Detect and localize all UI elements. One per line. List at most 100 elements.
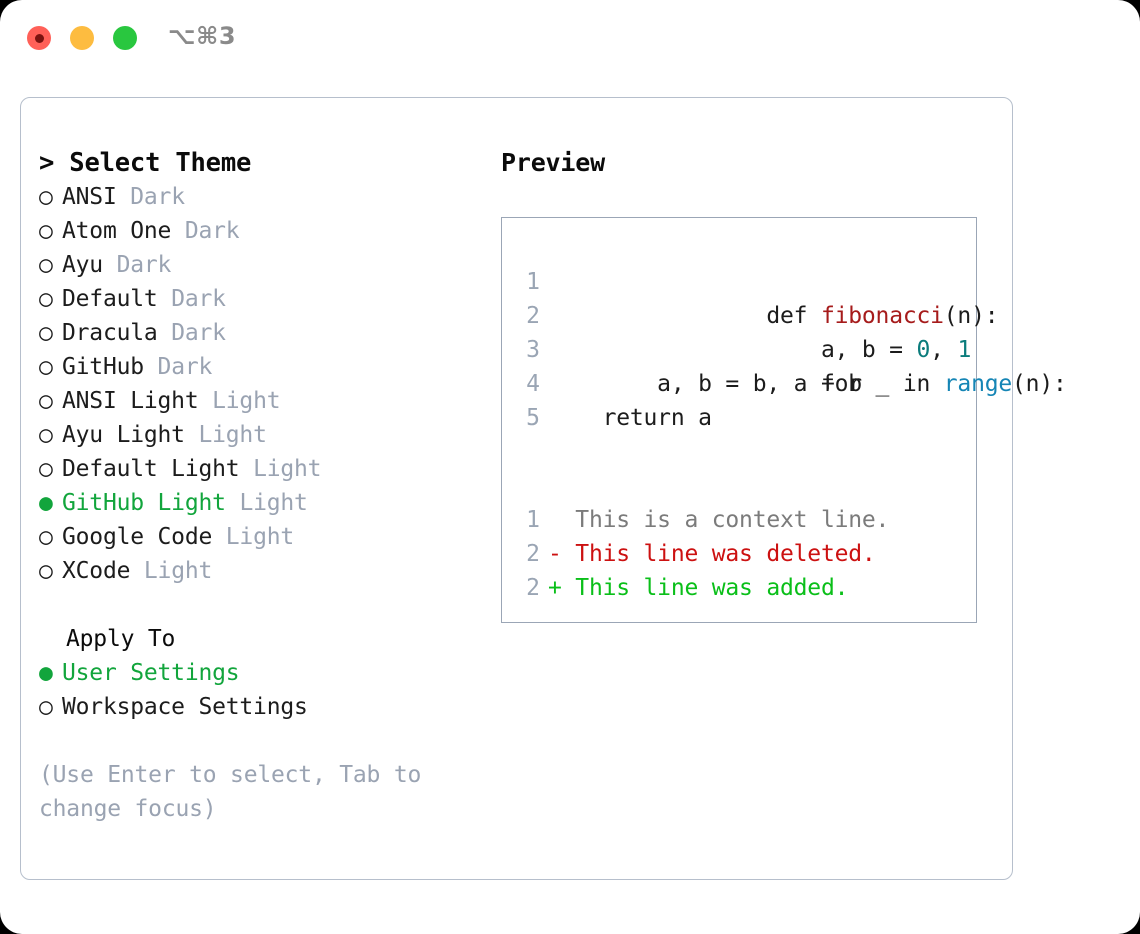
code-line: 3 for _ in range(n):	[514, 333, 1067, 397]
theme-name: GitHub Light	[62, 490, 226, 516]
section-spacer	[39, 588, 491, 622]
keyboard-hint-text: (Use Enter to select, Tab to change focu…	[39, 762, 422, 822]
select-theme-heading: > Select Theme	[39, 148, 252, 178]
theme-kind: Dark	[157, 354, 213, 380]
radio-icon[interactable]: ○	[39, 354, 53, 380]
preview-heading: Preview	[501, 148, 605, 177]
radio-icon[interactable]: ○	[39, 524, 53, 550]
theme-kind: Light	[143, 558, 213, 584]
keyboard-shortcut-label: ⌥⌘3	[168, 22, 237, 50]
theme-name: Default Light	[62, 456, 240, 482]
code-preview: 1 def fibonacci(n): 2 a, b = 0, 1	[514, 265, 1067, 605]
code-token: def	[766, 303, 821, 329]
code-line: 4 a, b = b, a + b	[514, 367, 970, 401]
radio-icon[interactable]: ○	[39, 422, 53, 448]
line-number: 2	[526, 575, 540, 601]
list-item[interactable]: ○ Ayu Dark	[39, 248, 491, 282]
code-content: return a	[548, 405, 712, 431]
code-content: def fibonacci(n):	[548, 265, 998, 367]
theme-kind: Dark	[116, 252, 172, 278]
diff-content: - This line was deleted.	[548, 541, 876, 567]
code-token: (n):	[1012, 371, 1067, 397]
list-item[interactable]: ○ Default Light Light	[39, 452, 491, 486]
theme-name: ANSI Light	[62, 388, 199, 414]
line-number: 1	[526, 507, 540, 533]
line-number: 5	[526, 405, 540, 431]
code-token-number: 0	[916, 337, 931, 363]
radio-icon[interactable]: ○	[39, 286, 53, 312]
code-token: (n):	[943, 303, 999, 329]
code-blank-line	[514, 435, 970, 469]
code-line: 5 return a	[514, 401, 970, 435]
theme-kind: Dark	[130, 184, 185, 210]
theme-name: Google Code	[62, 524, 213, 550]
theme-name: XCode	[62, 558, 131, 584]
theme-name: GitHub	[62, 354, 144, 380]
maximize-button[interactable]	[113, 26, 137, 50]
apply-to-option-label: Workspace Settings	[62, 694, 308, 720]
theme-kind: Light	[198, 422, 267, 448]
radio-icon[interactable]: ○	[39, 456, 53, 482]
diff-line-deleted: 2 - This line was deleted.	[514, 537, 970, 571]
line-number: 3	[526, 337, 540, 363]
apply-to-option-label: User Settings	[62, 660, 240, 686]
code-token-function: fibonacci	[820, 303, 944, 329]
theme-name: ANSI	[62, 184, 117, 210]
code-token: a, b =	[766, 337, 917, 363]
theme-kind: Dark	[184, 218, 240, 244]
list-item[interactable]: ○ ANSI Light Light	[39, 384, 491, 418]
theme-name: Dracula	[62, 320, 158, 346]
radio-icon[interactable]: ○	[39, 184, 53, 210]
radio-icon[interactable]: ○	[39, 320, 53, 346]
list-item-selected[interactable]: ● GitHub Light Light	[39, 486, 491, 520]
list-item[interactable]: ○ XCode Light	[39, 554, 491, 588]
radio-icon[interactable]: ○	[39, 694, 53, 720]
theme-list: ○ ANSI Dark ○ Atom One Dark ○ Ayu Dark ○…	[39, 180, 491, 588]
line-number: 4	[526, 371, 540, 397]
code-token-call: range	[943, 371, 1013, 397]
code-content: a, b = b, a + b	[548, 371, 862, 397]
list-item[interactable]: ○ Ayu Light Light	[39, 418, 491, 452]
theme-name: Ayu	[62, 252, 103, 278]
theme-kind: Light	[253, 456, 322, 482]
close-button[interactable]	[27, 26, 51, 50]
diff-content: This is a context line.	[548, 507, 890, 533]
preview-column: Preview 1 def fibonacci(n): 2	[501, 146, 1067, 623]
theme-kind: Light	[212, 388, 281, 414]
list-item[interactable]: ○ ANSI Dark	[39, 180, 491, 214]
theme-kind: Dark	[171, 320, 226, 346]
line-number: 2	[526, 303, 540, 329]
code-token: for _ in	[766, 371, 944, 397]
diff-content: + This line was added.	[548, 575, 849, 601]
code-blank-line	[514, 469, 970, 503]
theme-name: Ayu Light	[62, 422, 185, 448]
radio-icon-selected[interactable]: ●	[39, 490, 53, 516]
title-bar: ⌥⌘3	[0, 0, 1140, 76]
minimize-button[interactable]	[70, 26, 94, 50]
apply-to-option-workspace-settings[interactable]: ○ Workspace Settings	[39, 690, 491, 724]
code-token: ,	[930, 337, 958, 363]
radio-icon[interactable]: ○	[39, 388, 53, 414]
code-line: 1 def fibonacci(n):	[514, 265, 998, 329]
line-number: 1	[526, 269, 540, 295]
radio-icon[interactable]: ○	[39, 252, 53, 278]
traffic-light-controls	[27, 26, 137, 50]
list-item[interactable]: ○ Google Code Light	[39, 520, 491, 554]
list-item[interactable]: ○ Default Dark	[39, 282, 491, 316]
diff-line-added: 2 + This line was added.	[514, 571, 970, 605]
radio-icon[interactable]: ○	[39, 218, 53, 244]
theme-picker-column: > Select Theme ○ ANSI Dark ○ Atom One Da…	[39, 146, 491, 826]
radio-icon[interactable]: ○	[39, 558, 53, 584]
theme-name: Default	[62, 286, 158, 312]
list-item[interactable]: ○ GitHub Dark	[39, 350, 491, 384]
apply-to-options: ● User Settings ○ Workspace Settings	[39, 656, 491, 724]
content-panel: > Select Theme ○ ANSI Dark ○ Atom One Da…	[20, 97, 1067, 880]
theme-kind: Light	[239, 490, 308, 516]
radio-icon-selected[interactable]: ●	[39, 660, 53, 686]
theme-kind: Dark	[171, 286, 226, 312]
apply-to-option-user-settings[interactable]: ● User Settings	[39, 656, 491, 690]
list-item[interactable]: ○ Dracula Dark	[39, 316, 491, 350]
list-item[interactable]: ○ Atom One Dark	[39, 214, 491, 248]
code-content: a, b = 0, 1	[548, 299, 971, 401]
